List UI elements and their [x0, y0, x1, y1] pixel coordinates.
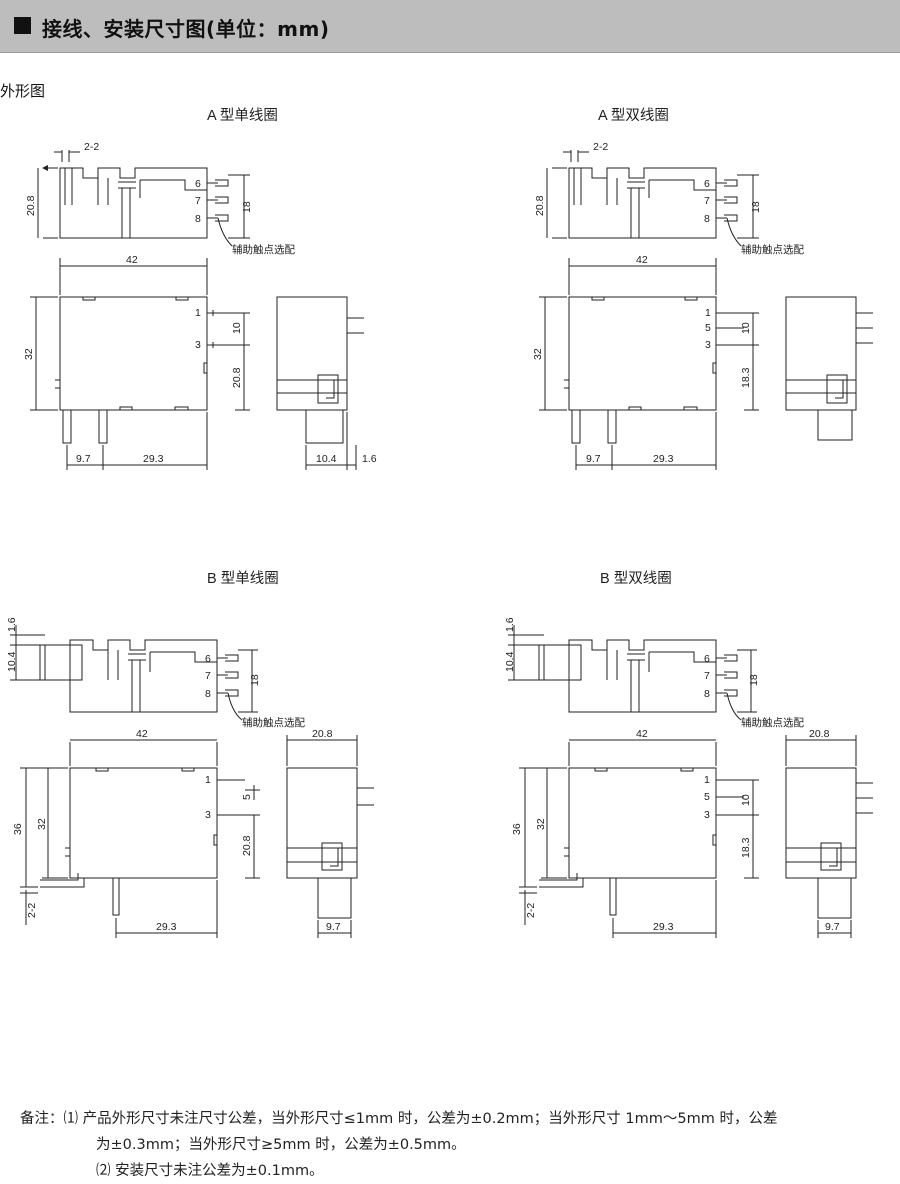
a-single-aux-span: 18: [241, 201, 253, 213]
b-double-aux-pin-6: 6: [704, 653, 710, 665]
b-single-pin-3: 3: [205, 809, 211, 821]
b-double-width: 32: [535, 818, 547, 830]
note-2-marker: ⑵: [96, 1163, 111, 1179]
b-single-aux-pin-8: 8: [205, 688, 211, 700]
b-double-aux-pin-7: 7: [704, 670, 710, 682]
header-square-icon: [14, 17, 31, 34]
a-single-side-pin: 1.6: [362, 453, 377, 465]
a-double-pin-5: 5: [705, 322, 711, 334]
a-single-side-depth: 10.4: [316, 453, 337, 465]
b-single-overall: 36: [12, 823, 24, 835]
section-label: 外形图: [0, 82, 46, 100]
b-single-pin-1: 1: [205, 774, 211, 786]
a-double-aux-pin-6: 6: [704, 178, 710, 190]
a-double-pin-1: 1: [705, 307, 711, 319]
b-single-pin3-base: 20.8: [241, 835, 253, 856]
b-double-pin3-base: 18.3: [740, 837, 752, 858]
a-single-pin3-base: 20.8: [231, 367, 243, 388]
notes: 备注：⑴ 产品外形尺寸未注尺寸公差，当外形尺寸≤1mm 时，公差为±0.2mm；…: [20, 1106, 900, 1184]
a-double-pin13: 10: [740, 322, 752, 334]
b-single-title: B 型单线圈: [207, 570, 279, 587]
a-double-pin-gap: 2-2: [593, 141, 608, 153]
header-bar: 接线、安装尺寸图(单位：mm): [0, 0, 900, 53]
b-single-top-pin: 1.6: [6, 617, 18, 632]
b-double-pin-1: 1: [704, 774, 710, 786]
a-single-height: 20.8: [25, 195, 37, 216]
b-single-depth: 10.4: [6, 651, 18, 672]
a-double-width: 32: [532, 348, 544, 360]
b-single-aux-span: 18: [249, 674, 261, 686]
b-single-side-pin: 9.7: [326, 921, 341, 933]
notes-lead: 备注：: [20, 1111, 64, 1127]
a-double-height: 20.8: [534, 195, 546, 216]
a-double-aux-span: 18: [750, 201, 762, 213]
a-single-aux-note: 辅助触点选配: [232, 243, 295, 256]
note-1-text: 产品外形尺寸未注尺寸公差，当外形尺寸≤1mm 时，公差为±0.2mm；当外形尺寸…: [82, 1111, 778, 1127]
a-double-aux-note: 辅助触点选配: [741, 243, 804, 256]
view-a-single: [30, 150, 364, 470]
b-double-side-width: 20.8: [809, 728, 830, 740]
a-single-pin-1: 1: [195, 307, 201, 319]
b-single-side-width: 20.8: [312, 728, 333, 740]
b-single-pin-bend: 2-2: [26, 903, 38, 918]
note-1-line-1: 备注：⑴ 产品外形尺寸未注尺寸公差，当外形尺寸≤1mm 时，公差为±0.2mm；…: [20, 1106, 900, 1132]
b-double-pin-bend: 2-2: [525, 903, 537, 918]
b-single-aux-note: 辅助触点选配: [242, 716, 305, 729]
b-double-side-pin: 9.7: [825, 921, 840, 933]
a-double-pin3-base: 18.3: [740, 367, 752, 388]
b-single-aux-pin-6: 6: [205, 653, 211, 665]
a-single-length: 42: [126, 254, 138, 266]
a-double-length: 42: [636, 254, 648, 266]
a-double-aux-pin-7: 7: [704, 195, 710, 207]
view-b-double: [508, 625, 873, 938]
a-single-pin-spacing: 29.3: [143, 453, 164, 465]
note-1-marker: ⑴: [63, 1111, 79, 1127]
a-single-pin-left: 9.7: [76, 453, 91, 465]
b-single-width: 32: [36, 818, 48, 830]
b-double-title: B 型双线圈: [600, 570, 672, 587]
b-double-aux-note: 辅助触点选配: [741, 716, 804, 729]
note-2: ⑵ 安装尺寸未注公差为±0.1mm。: [20, 1158, 900, 1184]
a-single-aux-pin-8: 8: [195, 213, 201, 225]
b-double-pin-spacing: 29.3: [653, 921, 674, 933]
a-double-pin-3: 3: [705, 339, 711, 351]
note-1-line-2: 为±0.3mm；当外形尺寸≥5mm 时，公差为±0.5mm。: [96, 1137, 466, 1153]
a-double-aux-pin-8: 8: [704, 213, 710, 225]
a-double-pin-spacing: 29.3: [653, 453, 674, 465]
b-double-length: 42: [636, 728, 648, 740]
a-single-aux-pin-7: 7: [195, 195, 201, 207]
a-single-aux-pin-6: 6: [195, 178, 201, 190]
b-double-pin-5: 5: [704, 791, 710, 803]
outline-drawing: A 型单线圈 2-2 20.8 18 6 7 8 辅助触点选配 42 32 1 …: [6, 107, 873, 938]
a-single-title: A 型单线圈: [207, 107, 278, 124]
b-double-top-pin: 1.6: [504, 617, 516, 632]
a-single-pin-gap: 2-2: [84, 141, 99, 153]
view-b-single: [10, 625, 374, 938]
b-double-pin-3: 3: [704, 809, 710, 821]
a-single-pin13: 10: [231, 322, 243, 334]
b-single-length: 42: [136, 728, 148, 740]
b-double-pin13: 10: [740, 794, 752, 806]
note-2-text: 安装尺寸未注公差为±0.1mm。: [115, 1163, 324, 1179]
b-single-aux-pin-7: 7: [205, 670, 211, 682]
b-double-aux-span: 18: [748, 674, 760, 686]
a-double-pin-left: 9.7: [586, 453, 601, 465]
page-title: 接线、安装尺寸图(单位：mm): [42, 17, 330, 41]
a-double-title: A 型双线圈: [598, 107, 669, 124]
b-double-aux-pin-8: 8: [704, 688, 710, 700]
a-single-pin-3: 3: [195, 339, 201, 351]
b-double-depth: 10.4: [504, 651, 516, 672]
b-double-overall: 36: [511, 823, 523, 835]
b-single-pin13: 5: [241, 794, 253, 800]
b-single-pin-spacing: 29.3: [156, 921, 177, 933]
a-single-width: 32: [23, 348, 35, 360]
view-a-double: [539, 150, 873, 470]
